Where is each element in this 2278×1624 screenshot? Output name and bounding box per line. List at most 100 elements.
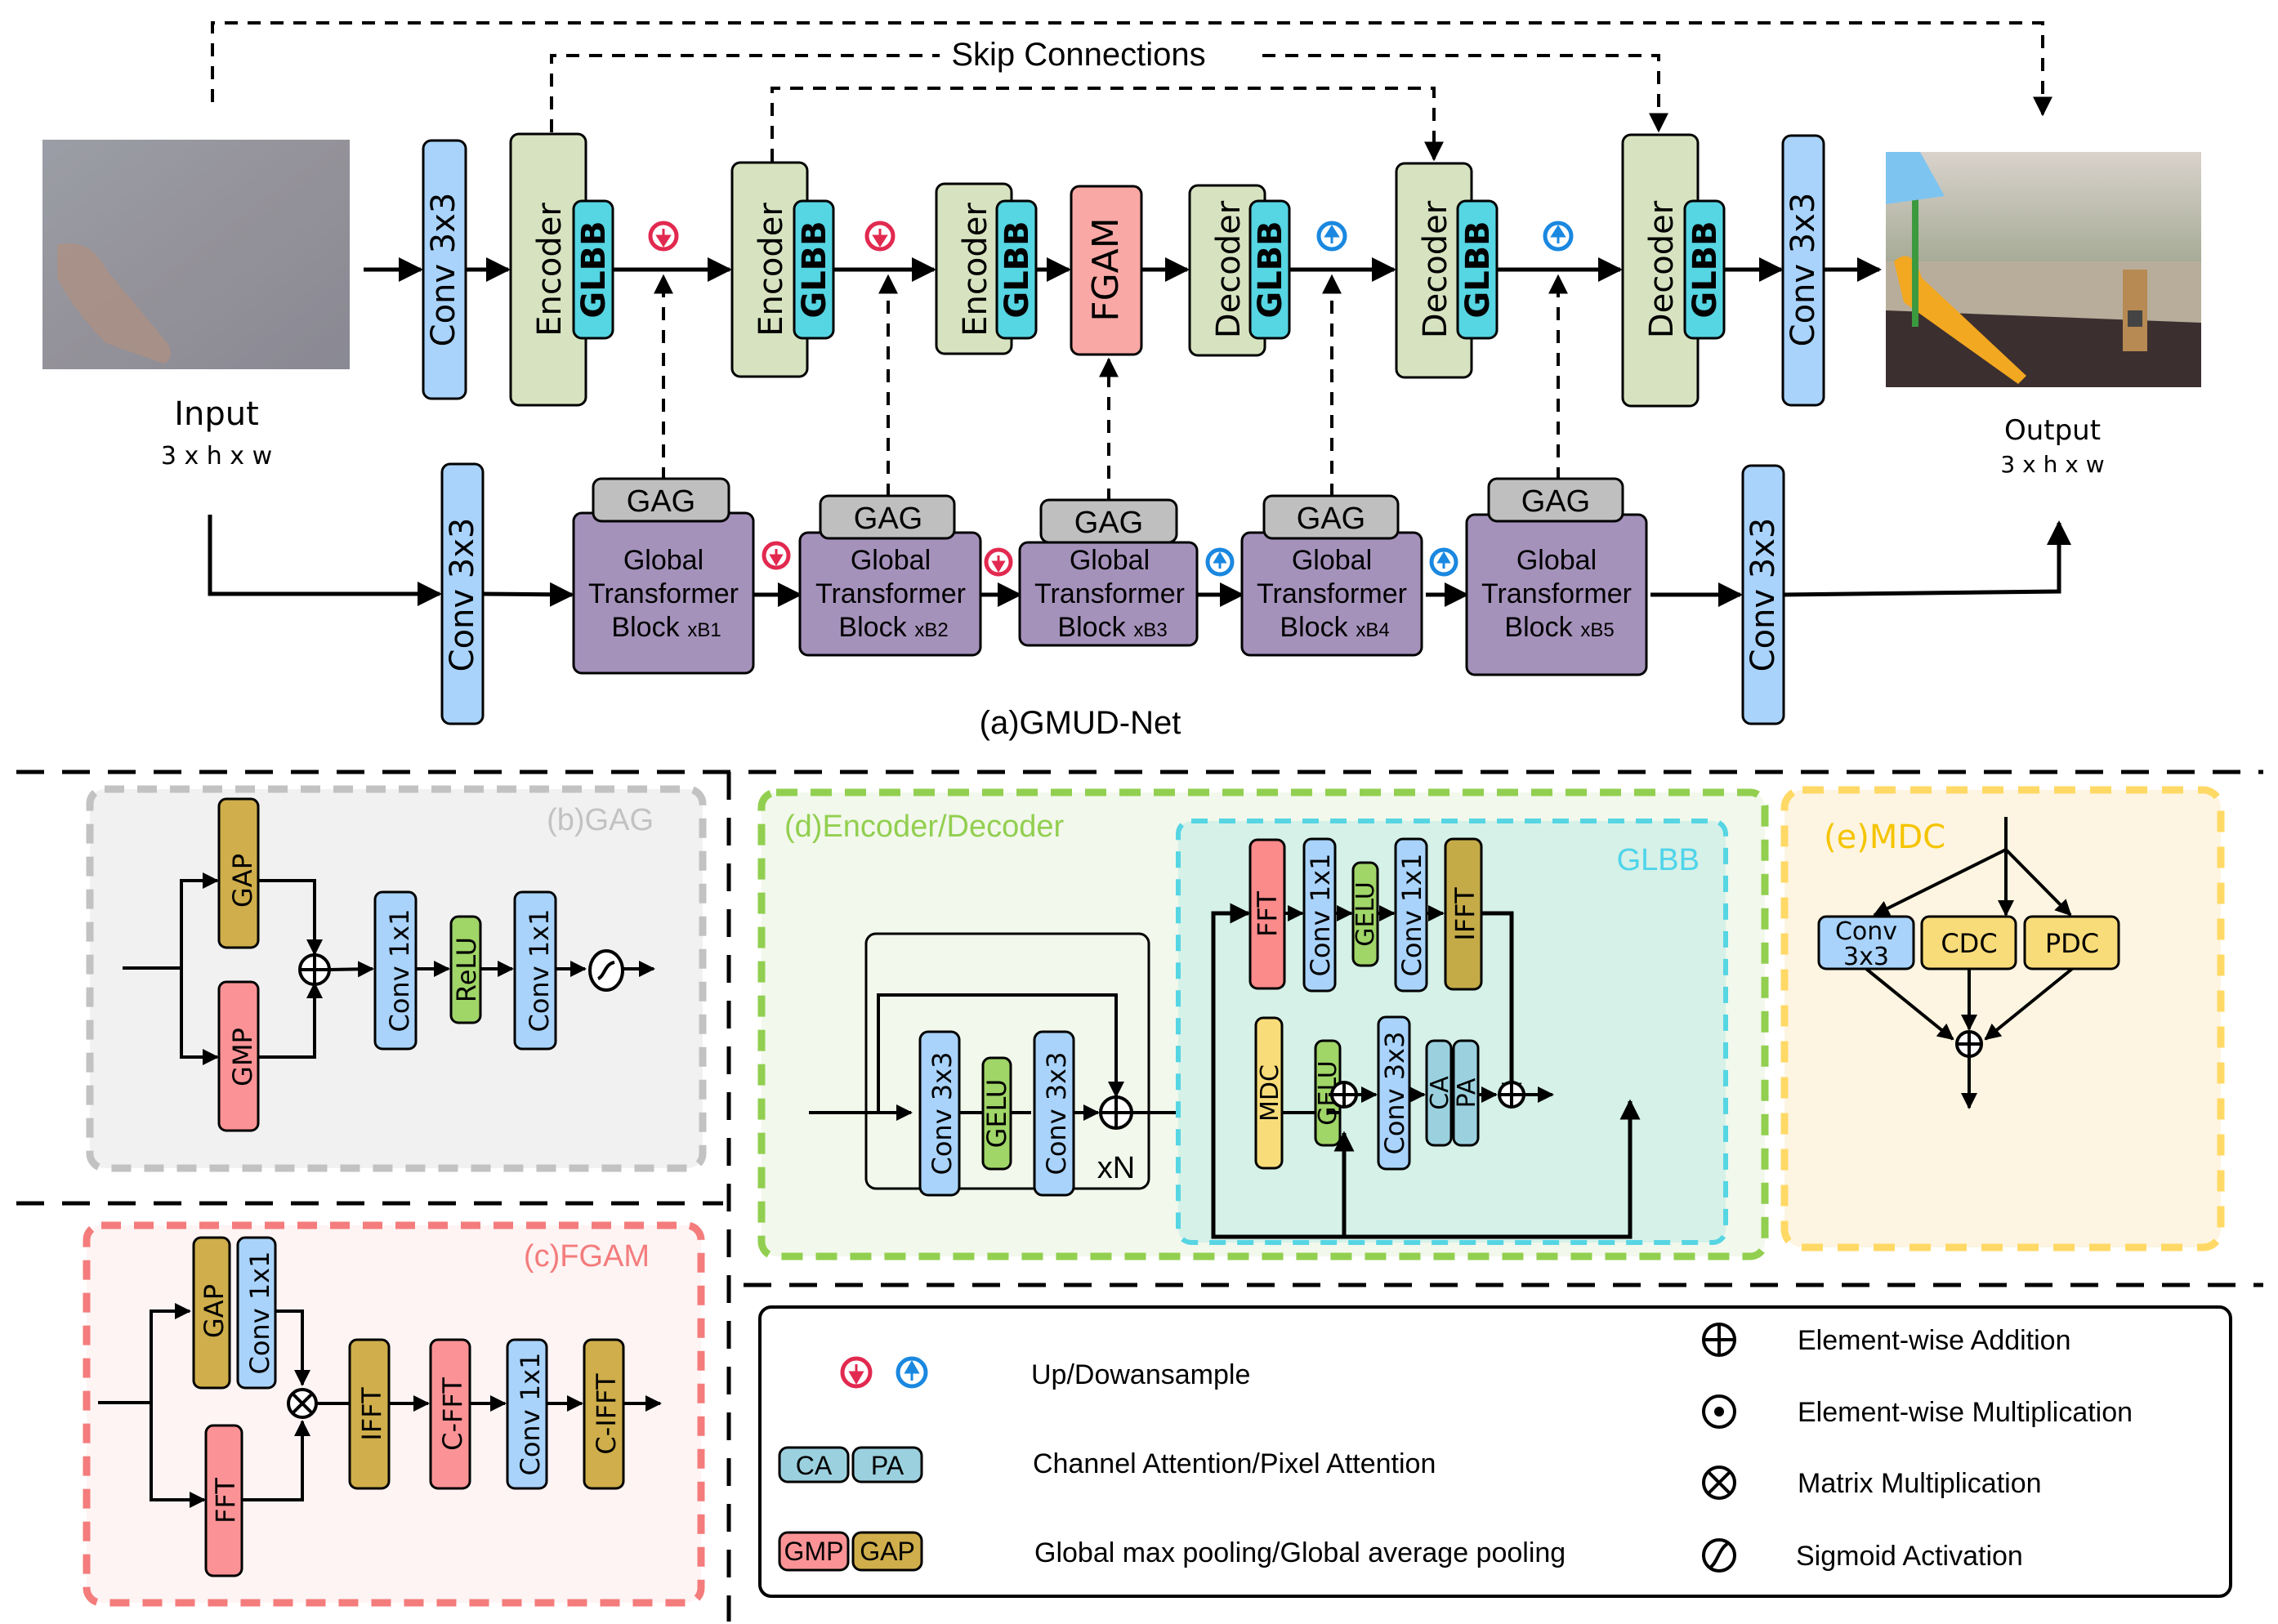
panel-mdc-pdc-text: PDC [2045, 928, 2099, 959]
bottom-path-blocks-2-rep-text: xB3 [1133, 619, 1167, 641]
legend: Up/Dowansample CA PA Channel Attention/P… [758, 1305, 2232, 1598]
bottom-path-blocks-0-rep-text: xB1 [687, 619, 721, 641]
downsample-icon [864, 221, 896, 252]
upsample-icon [896, 1356, 928, 1389]
panel-encdec-glbb-conv2-text: Conv 1x1 [1396, 854, 1427, 977]
add-icon [1498, 1081, 1525, 1109]
top-path-fgam-text: FGAM [1085, 217, 1127, 321]
panel-encdec-glbb-title-text: GLBB [1617, 843, 1700, 877]
transformer-block-2: GAG Global Transformer Block xB2 [798, 494, 982, 657]
encoder-3: Encoder GLBB [935, 182, 1038, 355]
top-path-stages-2-sub-text: GLBB [998, 221, 1036, 318]
skip-connections-label: Skip Connections [951, 37, 1205, 73]
bottom-path-gag-text: GAG [627, 484, 695, 519]
bottom-path-blocks-0-line3-text: Block [611, 612, 680, 643]
input-image [42, 140, 350, 369]
legend-capa: Channel Attention/Pixel Attention [1033, 1448, 1436, 1479]
top-path-stages-3-sub-text: GLBB [1252, 221, 1289, 318]
transformer-block-5: GAG Global Transformer Block xB5 [1465, 477, 1648, 676]
legend-pooling: Global max pooling/Global average poolin… [1034, 1537, 1566, 1568]
sigmoid-icon [588, 949, 624, 992]
panel-mdc-title-text: (e)MDC [1824, 819, 1945, 856]
bottom-path-blocks-3-line2-text: Transformer [1257, 578, 1407, 609]
add-icon [1955, 1030, 1983, 1058]
figure-title: (a)GMUD-Net [980, 705, 1181, 741]
panel-encdec-glbb-pa-text: PA [1453, 1077, 1481, 1108]
upsample-icon [1316, 221, 1347, 252]
bottom-conv-in: Conv 3x3 [440, 462, 485, 725]
panel-fgam-conv-a-text: Conv 1x1 [244, 1251, 275, 1375]
top-path-stages-3-kind-text: Decoder [1210, 200, 1248, 338]
panel-encdec-glbb-ifft-text: IFFT [1449, 887, 1481, 941]
upsample-icon [1429, 547, 1458, 577]
top-path-stages-5-kind-text: Decoder [1643, 200, 1681, 338]
panel-encdec-glbb-fft-text: FFT [1252, 891, 1283, 937]
panel-gag-gap-text: GAP [227, 854, 258, 908]
panel-fgam-fft-text: FFT [210, 1478, 241, 1524]
output-image [1886, 152, 2201, 387]
skip-connections: Skip Connections [211, 21, 2052, 162]
top-path-stages-5-sub-text: GLBB [1686, 221, 1724, 318]
bottom-path-conv-in-text: Conv 3x3 [444, 518, 481, 672]
panel-encdec-glbb-conv1-text: Conv 1x1 [1305, 854, 1336, 977]
panel-encoder-decoder: (d)Encoder/Decoder xN Conv 3x3 GELU Conv… [757, 788, 1769, 1260]
panel-fgam-cfft-text: C-FFT [437, 1377, 468, 1451]
panel-gag-conv1-text: Conv 1x1 [384, 909, 415, 1033]
top-conv-out: Conv 3x3 [1781, 134, 1825, 407]
bottom-path-gag-text: GAG [1297, 502, 1365, 536]
matrix-mult-icon [1702, 1466, 1736, 1500]
legend-ca-text: CA [796, 1451, 833, 1480]
decoder-1: Decoder GLBB [1188, 184, 1291, 357]
section-separators [16, 770, 2263, 1622]
panel-encdec-res-gelu-text: GELU [981, 1079, 1012, 1149]
output-dims: 3 x h x w [2000, 451, 2104, 478]
panel-mdc-conv-l2-text: 3x3 [1843, 943, 1889, 971]
bottom-path-blocks-4-line2-text: Transformer [1481, 578, 1632, 609]
panel-encdec-glbb-ca-text: CA [1426, 1076, 1454, 1110]
downsample-icon [648, 221, 679, 252]
bottom-conv-out: Conv 3x3 [1741, 464, 1785, 725]
top-path-stages-1-kind-text: Encoder [753, 203, 790, 337]
decoder-2: Decoder GLBB [1395, 162, 1499, 379]
downsample-icon [840, 1356, 873, 1389]
input-dims: 3 x h x w [161, 442, 272, 471]
panel-encdec-glbb-gelu1-text: GELU [1351, 881, 1380, 946]
bottom-path-blocks-1-rep-text: xB2 [914, 619, 948, 641]
element-mult-icon [1702, 1394, 1736, 1429]
bottom-path-gag-text: GAG [1521, 484, 1590, 519]
panel-encdec-glbb-conv3-text: Conv 3x3 [1379, 1032, 1410, 1155]
panel-encdec-res-conv2-text: Conv 3x3 [1041, 1052, 1072, 1176]
bottom-path-blocks-1-line1-text: Global [851, 545, 931, 576]
fgam-block: FGAM [1070, 185, 1143, 356]
add-icon [1702, 1323, 1736, 1357]
legend-pa-text: PA [871, 1451, 904, 1480]
transformer-block-3: GAG Global Transformer Block xB3 [1018, 498, 1199, 647]
upsample-icon [1543, 221, 1574, 252]
panel-fgam-gap-text: GAP [199, 1284, 230, 1338]
downsample-icon [762, 541, 791, 570]
panel-encdec-res-repeat-text: xN [1097, 1151, 1135, 1185]
top-path-conv-out-text: Conv 3x3 [1784, 193, 1822, 347]
panel-fgam-title-text: (c)FGAM [524, 1239, 650, 1274]
add-icon [298, 953, 331, 986]
panel-gag: (b)GAG GAP GMP Conv 1x1 ReLU Conv 1x1 [86, 785, 707, 1172]
bottom-path-blocks-1-line3-text: Block [838, 612, 907, 643]
bottom-path-blocks-2-line3-text: Block [1057, 612, 1126, 643]
top-path-conv-in-text: Conv 3x3 [425, 193, 462, 347]
bottom-path-blocks-3-rep-text: xB4 [1356, 619, 1389, 641]
input-label: Input [174, 395, 259, 433]
encoder-2: Encoder GLBB [730, 161, 835, 378]
upsample-icon [1205, 547, 1235, 577]
panel-encdec-glbb-mdc-text: MDC [1256, 1064, 1284, 1122]
bottom-path-blocks-2-line2-text: Transformer [1034, 578, 1185, 609]
legend-mmul-text: Matrix Multiplication [1798, 1468, 2042, 1499]
top-path-stages-2-kind-text: Encoder [957, 203, 994, 337]
panel-encdec-res-conv1-text: Conv 3x3 [927, 1052, 958, 1176]
add-icon [1330, 1081, 1358, 1109]
legend-emul-text: Element-wise Multiplication [1798, 1397, 2133, 1428]
panel-mdc: (e)MDC Conv 3x3 CDC PDC [1780, 786, 2225, 1251]
panel-gag-gmp-text: GMP [227, 1028, 258, 1086]
bottom-path-blocks-1-line2-text: Transformer [815, 578, 966, 609]
bottom-path-arrows [208, 515, 2071, 607]
